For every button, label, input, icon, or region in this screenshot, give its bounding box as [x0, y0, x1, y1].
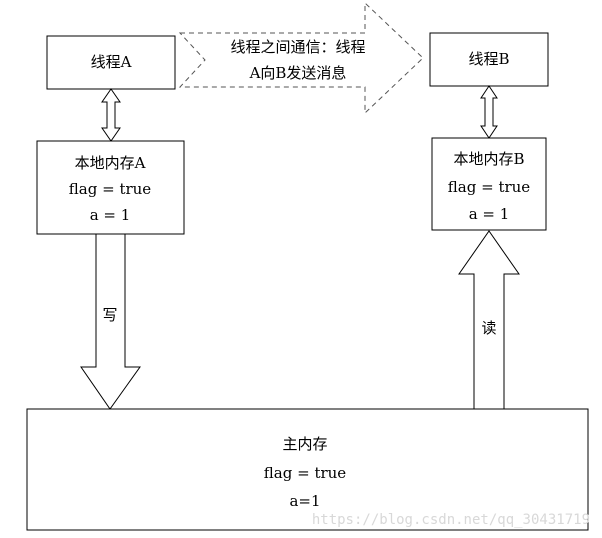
local-memory-a: 本地内存A flag = true a = 1 — [36, 140, 185, 235]
local-memory-a-value: a = 1 — [90, 206, 131, 224]
write-label: 写 — [102, 306, 117, 324]
main-memory-flag: flag = true — [264, 464, 347, 482]
local-memory-b-title: 本地内存B — [453, 150, 524, 168]
read-arrow: 读 — [458, 230, 520, 410]
write-arrow: 写 — [80, 233, 141, 410]
main-memory-value: a=1 — [289, 492, 320, 510]
main-memory-title: 主内存 — [282, 435, 327, 453]
write-arrow-shape — [80, 233, 141, 410]
message-line-1: 线程之间通信：线程 — [230, 38, 365, 56]
read-arrow-shape — [458, 230, 520, 410]
thread-b-local-double-arrow — [480, 85, 498, 139]
thread-b-box — [429, 32, 549, 87]
main-memory: 主内存 flag = true a=1 — [26, 408, 589, 531]
thread-a-box — [46, 35, 176, 90]
local-memory-b-box — [431, 137, 547, 231]
thread-b-label: 线程B — [468, 50, 509, 68]
message-line-2: A向B发送消息 — [249, 64, 347, 82]
thread-a-local-double-arrow — [101, 88, 121, 142]
message-arrow: 线程之间通信：线程 A向B发送消息 — [178, 1, 424, 115]
message-arrow-outline — [178, 1, 424, 115]
local-memory-b-flag: flag = true — [448, 178, 531, 196]
thread-b-node: 线程B — [429, 32, 549, 87]
main-memory-box — [26, 408, 589, 531]
thread-a-label: 线程A — [91, 53, 132, 71]
local-memory-a-flag: flag = true — [69, 180, 152, 198]
local-memory-b-value: a = 1 — [469, 205, 510, 223]
thread-a-node: 线程A — [46, 35, 176, 90]
local-memory-b: 本地内存B flag = true a = 1 — [431, 137, 547, 231]
local-memory-a-title: 本地内存A — [75, 154, 146, 172]
watermark-text: https://blog.csdn.net/qq_30431719 — [312, 512, 590, 528]
read-label: 读 — [481, 319, 496, 337]
local-memory-a-box — [36, 140, 185, 235]
